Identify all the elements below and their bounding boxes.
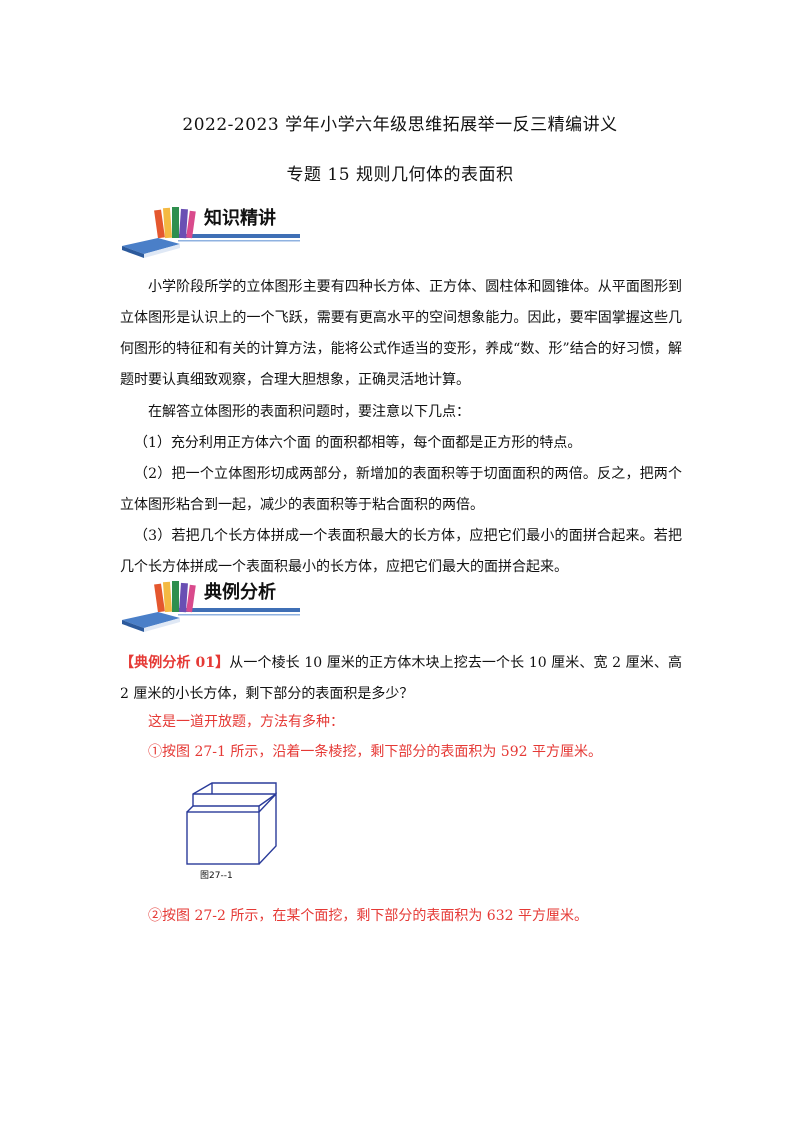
example-question-text: 从一个棱长 10 厘米的正方体木块上挖去一个长 10 厘米、宽 2 厘米、高 2… xyxy=(120,655,682,702)
answer-method-2: ②按图 27-2 所示，在某个面挖，剩下部分的表面积为 632 平方厘米。 xyxy=(148,908,588,924)
knowledge-point-1: （1）充分利用正方体六个面 的面积都相等，每个面都是正方形的特点。 xyxy=(134,435,582,451)
section-header-examples: 典例分析 xyxy=(118,578,300,638)
books-icon xyxy=(122,581,300,632)
example-question: 【典例分析 01】从一个棱长 10 厘米的正方体木块上挖去一个长 10 厘米、宽… xyxy=(120,648,682,710)
knowledge-point-2: （2）把一个立体图形切成两部分，新增加的表面积等于切面面积的两倍。反之，把两个立… xyxy=(120,466,682,513)
answer-intro: 这是一道开放题，方法有多种： xyxy=(148,714,344,730)
section-title-knowledge: 知识精讲 xyxy=(204,208,276,229)
sub-title: 专题 15 规则几何体的表面积 xyxy=(286,165,514,185)
figure-27-1-cube-diagram xyxy=(186,782,277,865)
knowledge-point-3: （3）若把几个长方体拼成一个表面积最大的长方体，应把它们最小的面拼合起来。若把几… xyxy=(120,528,682,575)
section-header-knowledge: 知识精讲 xyxy=(118,204,300,264)
figure-caption: 图27--1 xyxy=(200,871,233,881)
section-title-examples: 典例分析 xyxy=(204,582,276,603)
main-title: 2022-2023 学年小学六年级思维拓展举一反三精编讲义 xyxy=(182,115,618,135)
knowledge-paragraph-1: 小学阶段所学的立体图形主要有四种长方体、正方体、圆柱体和圆锥体。从平面图形到立体… xyxy=(120,279,682,388)
answer-method-1: ①按图 27-1 所示，沿着一条棱挖，剩下部分的表面积为 592 平方厘米。 xyxy=(148,744,602,760)
books-icon xyxy=(122,207,300,258)
example-tag: 【典例分析 01】 xyxy=(120,655,230,671)
knowledge-paragraph-2: 在解答立体图形的表面积问题时，要注意以下几点： xyxy=(148,404,470,420)
